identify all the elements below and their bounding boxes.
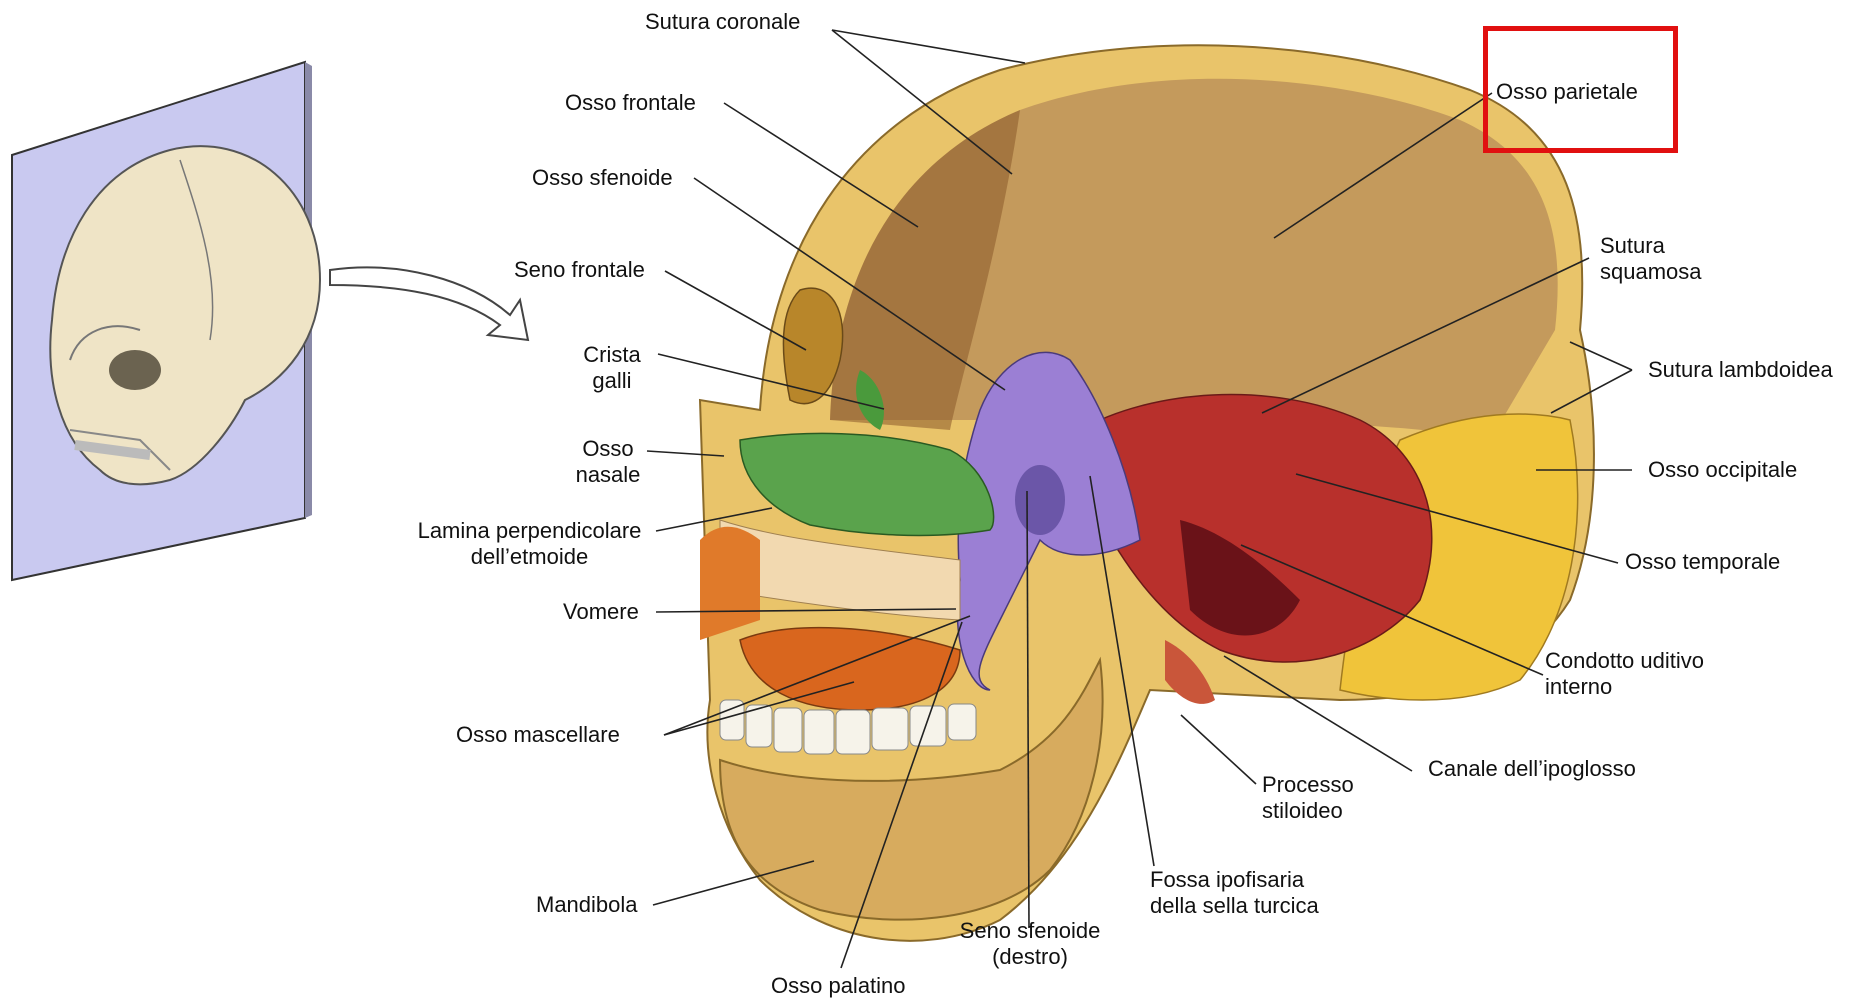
label-sutura-coronale: Sutura coronale xyxy=(645,9,800,35)
label-fossa-ipofisaria: Fossa ipofisaria della sella turcica xyxy=(1150,867,1319,919)
label-osso-palatino: Osso palatino xyxy=(771,973,906,999)
label-seno-frontale: Seno frontale xyxy=(514,257,645,283)
label-seno-sfenoide-line2: (destro) xyxy=(955,944,1105,970)
label-crista-galli-line2: galli xyxy=(572,368,652,394)
label-condotto-line1: Condotto uditivo xyxy=(1545,648,1704,674)
label-osso-parietale: Osso parietale xyxy=(1496,79,1638,105)
label-processo-stiloideo: Processo stiloideo xyxy=(1262,772,1354,824)
inset-skull-panel xyxy=(12,62,320,580)
label-lamina-perpendicolare: Lamina perpendicolare dell’etmoide xyxy=(402,518,657,570)
label-osso-nasale: Osso nasale xyxy=(568,436,648,488)
label-seno-sfenoide-line1: Seno sfenoide xyxy=(955,918,1105,944)
label-sutura-squamosa-line1: Sutura xyxy=(1600,233,1702,259)
label-osso-sfenoide: Osso sfenoide xyxy=(532,165,673,191)
label-osso-mascellare: Osso mascellare xyxy=(456,722,620,748)
label-crista-galli: Crista galli xyxy=(572,342,652,394)
label-mandibola: Mandibola xyxy=(536,892,638,918)
label-osso-frontale: Osso frontale xyxy=(565,90,696,116)
curved-arrow xyxy=(330,267,528,340)
label-sutura-squamosa-line2: squamosa xyxy=(1600,259,1702,285)
label-canale-ipoglosso: Canale dell’ipoglosso xyxy=(1428,756,1636,782)
label-osso-temporale: Osso temporale xyxy=(1625,549,1780,575)
label-lamina-line1: Lamina perpendicolare xyxy=(402,518,657,544)
label-processo-line2: stiloideo xyxy=(1262,798,1354,824)
label-osso-nasale-line2: nasale xyxy=(568,462,648,488)
label-processo-line1: Processo xyxy=(1262,772,1354,798)
label-sutura-squamosa: Sutura squamosa xyxy=(1600,233,1702,285)
label-condotto-line2: interno xyxy=(1545,674,1704,700)
label-sutura-lambdoidea: Sutura lambdoidea xyxy=(1648,357,1833,383)
label-osso-nasale-line1: Osso xyxy=(568,436,648,462)
label-lamina-line2: dell’etmoide xyxy=(402,544,657,570)
label-fossa-line2: della sella turcica xyxy=(1150,893,1319,919)
sagittal-section xyxy=(700,45,1594,940)
label-crista-galli-line1: Crista xyxy=(572,342,652,368)
label-vomere: Vomere xyxy=(563,599,639,625)
label-osso-occipitale: Osso occipitale xyxy=(1648,457,1797,483)
label-condotto-uditivo: Condotto uditivo interno xyxy=(1545,648,1704,700)
label-fossa-line1: Fossa ipofisaria xyxy=(1150,867,1319,893)
label-seno-sfenoide: Seno sfenoide (destro) xyxy=(955,918,1105,970)
